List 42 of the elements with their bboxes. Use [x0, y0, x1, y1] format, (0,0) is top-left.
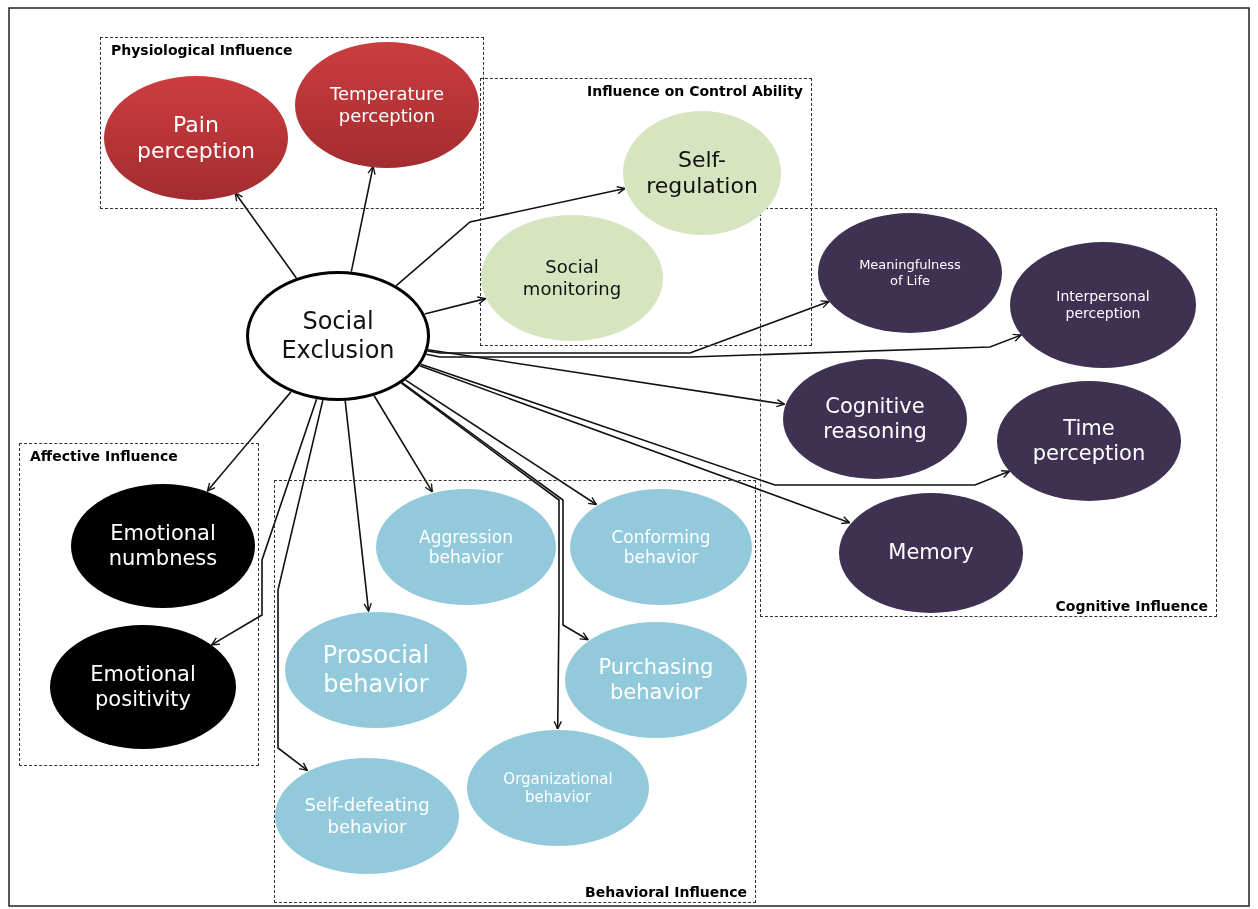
arrow — [425, 333, 1022, 358]
arrow — [427, 348, 786, 408]
group-heading: Influence on Control Ability — [587, 83, 803, 99]
arrow — [423, 296, 487, 315]
node-label: Cognitive reasoning — [822, 393, 928, 445]
arrow — [234, 192, 298, 279]
node-label: Emotional numbness — [107, 520, 219, 572]
node-label: Temperature perception — [329, 83, 445, 127]
node-label: Meaningfulness of Life — [858, 257, 962, 289]
node-label: Organizational behavior — [502, 770, 614, 806]
node-label: Memory — [888, 540, 974, 566]
node-label: Emotional positivity — [89, 661, 197, 713]
arrow — [395, 185, 626, 287]
arrow — [401, 381, 589, 641]
node-label: Conforming behavior — [610, 526, 712, 568]
node-label: Pain perception — [136, 111, 256, 165]
group-box — [19, 443, 259, 766]
arrow — [404, 379, 598, 506]
group-heading: Affective Influence — [30, 448, 178, 464]
group-heading: Behavioral Influence — [585, 884, 747, 900]
arrow — [344, 400, 372, 612]
arrow — [206, 391, 292, 492]
node-label: Social monitoring — [521, 256, 623, 300]
group-heading: Cognitive Influence — [1055, 598, 1208, 614]
arrow — [426, 300, 830, 354]
node-label: Aggression behavior — [418, 526, 514, 568]
group-box — [100, 37, 484, 209]
group-box — [480, 78, 812, 346]
group-box — [274, 480, 756, 903]
arrow — [400, 382, 563, 730]
group-box — [760, 208, 1217, 617]
node-label: Time perception — [1031, 415, 1147, 467]
group-heading: Physiological Influence — [111, 42, 293, 58]
node-label: Social Exclusion — [280, 307, 396, 365]
node-label: Interpersonal perception — [1055, 288, 1151, 322]
arrow — [373, 394, 434, 493]
node-label: Prosocial behavior — [321, 641, 431, 699]
node-label: Purchasing behavior — [597, 654, 715, 706]
node-label: Self-defeating behavior — [303, 794, 431, 838]
arrow — [277, 399, 324, 772]
arrow — [350, 165, 376, 273]
node-label: Self-regulation — [645, 146, 759, 200]
